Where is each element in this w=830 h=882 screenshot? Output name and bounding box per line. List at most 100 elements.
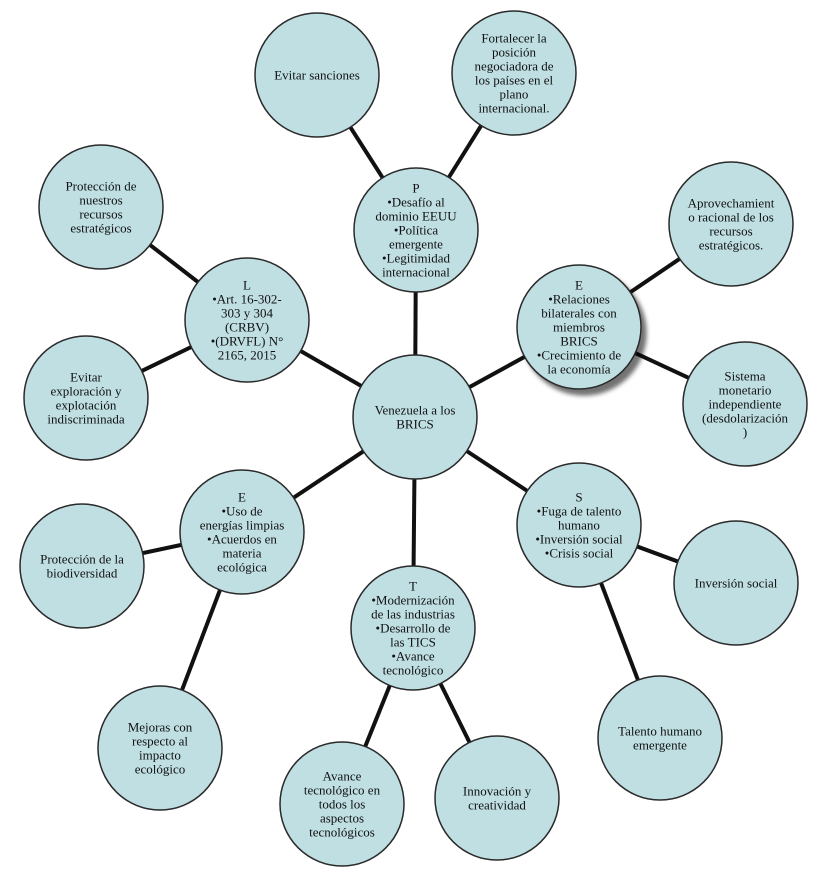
node-label-line: •(DRVFL) N° xyxy=(211,334,284,349)
node-label-line: de las industrias xyxy=(371,607,455,622)
node-label-line: L xyxy=(243,278,251,293)
node-label-line: todos los xyxy=(319,797,366,812)
node-label-line: aspectos xyxy=(320,811,364,826)
node-circle xyxy=(97,685,223,811)
node-label-line: Protección de xyxy=(65,179,136,194)
node-label-line: •Fuga de talento xyxy=(537,504,622,519)
node-label-line: independiente xyxy=(709,397,782,412)
node-label-line: creatividad xyxy=(468,798,526,813)
node-label-line: •Modernización xyxy=(371,593,455,608)
node-label-line: internacional. xyxy=(478,101,549,116)
node-label-line: Venezuela a los xyxy=(375,403,456,418)
node-circle xyxy=(254,12,380,138)
node-label-line: negociadora de xyxy=(474,59,553,74)
node-circle xyxy=(516,264,642,390)
node-circle xyxy=(434,735,560,861)
node-label-line: 2165, 2015 xyxy=(218,348,277,363)
node-label-line: dominio EEUU xyxy=(375,209,457,224)
node-label-line: impacto xyxy=(139,748,181,763)
node-label: Inversión social xyxy=(695,576,778,591)
node-label-line: emergente xyxy=(633,738,687,753)
node-circle xyxy=(673,520,799,646)
node-political-a: Evitar sanciones xyxy=(254,12,380,138)
node-label-line: •Crecimiento de xyxy=(537,348,622,363)
node-label-line: respecto al xyxy=(132,734,188,749)
node-label-line: Protección de la xyxy=(40,552,124,567)
node-circle xyxy=(19,503,145,629)
node-label-line: plano xyxy=(500,87,529,102)
node-label-line: estratégicos. xyxy=(699,238,764,253)
node-label-line: energías limpias xyxy=(200,518,285,533)
node-label-line: •Desarrollo de xyxy=(376,621,451,636)
node-label-line: nuestros xyxy=(79,193,122,208)
node-label-line: E xyxy=(238,490,246,505)
node-label-line: exploración y xyxy=(50,384,122,399)
node-label-line: ecológico xyxy=(135,762,186,777)
node-label-line: la economía xyxy=(547,362,610,377)
node-label-line: •Avance xyxy=(391,649,435,664)
node-label-line: (CRBV) xyxy=(225,320,269,335)
node-label-line: BRICS xyxy=(396,417,434,432)
node-label-line: T xyxy=(409,579,417,594)
node-label-line: ) xyxy=(743,425,747,440)
node-label-line: Avance xyxy=(323,769,362,784)
node-legal: L•Art. 16-302-303 y 304(CRBV)•(DRVFL) N°… xyxy=(184,257,310,383)
node-label-line: tecnológico xyxy=(383,663,444,678)
node-circle xyxy=(23,335,149,461)
node-label-line: bilaterales con xyxy=(541,306,617,321)
node-label: Evitar sanciones xyxy=(274,68,360,83)
node-label-line: Fortalecer la xyxy=(481,31,547,46)
node-label-line: Mejoras con xyxy=(128,720,193,735)
node-label-line: (desdolarización xyxy=(702,411,788,426)
node-label-line: •Uso de xyxy=(221,504,262,519)
node-label-line: o racional de los xyxy=(688,210,774,225)
node-label-line: •Legitimidad xyxy=(382,251,451,266)
node-label-line: posición xyxy=(492,45,537,60)
node-circle xyxy=(668,161,794,287)
node-circle xyxy=(682,341,808,467)
node-label-line: 303 y 304 xyxy=(221,306,274,321)
node-circle xyxy=(353,167,479,293)
node-label-line: emergente xyxy=(389,237,443,252)
node-circle xyxy=(350,565,476,691)
node-circle xyxy=(38,144,164,270)
node-label-line: ecológica xyxy=(217,560,267,575)
node-social-a: Inversión social xyxy=(673,520,799,646)
node-label-line: indiscriminada xyxy=(47,412,124,427)
node-label-line: •Política xyxy=(394,223,438,238)
node-label-line: las TICS xyxy=(390,635,436,650)
node-label-line: Inversión social xyxy=(695,576,778,591)
node-label-line: materia xyxy=(223,546,262,561)
node-label-line: E xyxy=(575,278,583,293)
node-label-line: •Desafío al xyxy=(387,195,445,210)
node-label-line: biodiversidad xyxy=(47,566,118,581)
node-label-line: humano xyxy=(558,518,600,533)
